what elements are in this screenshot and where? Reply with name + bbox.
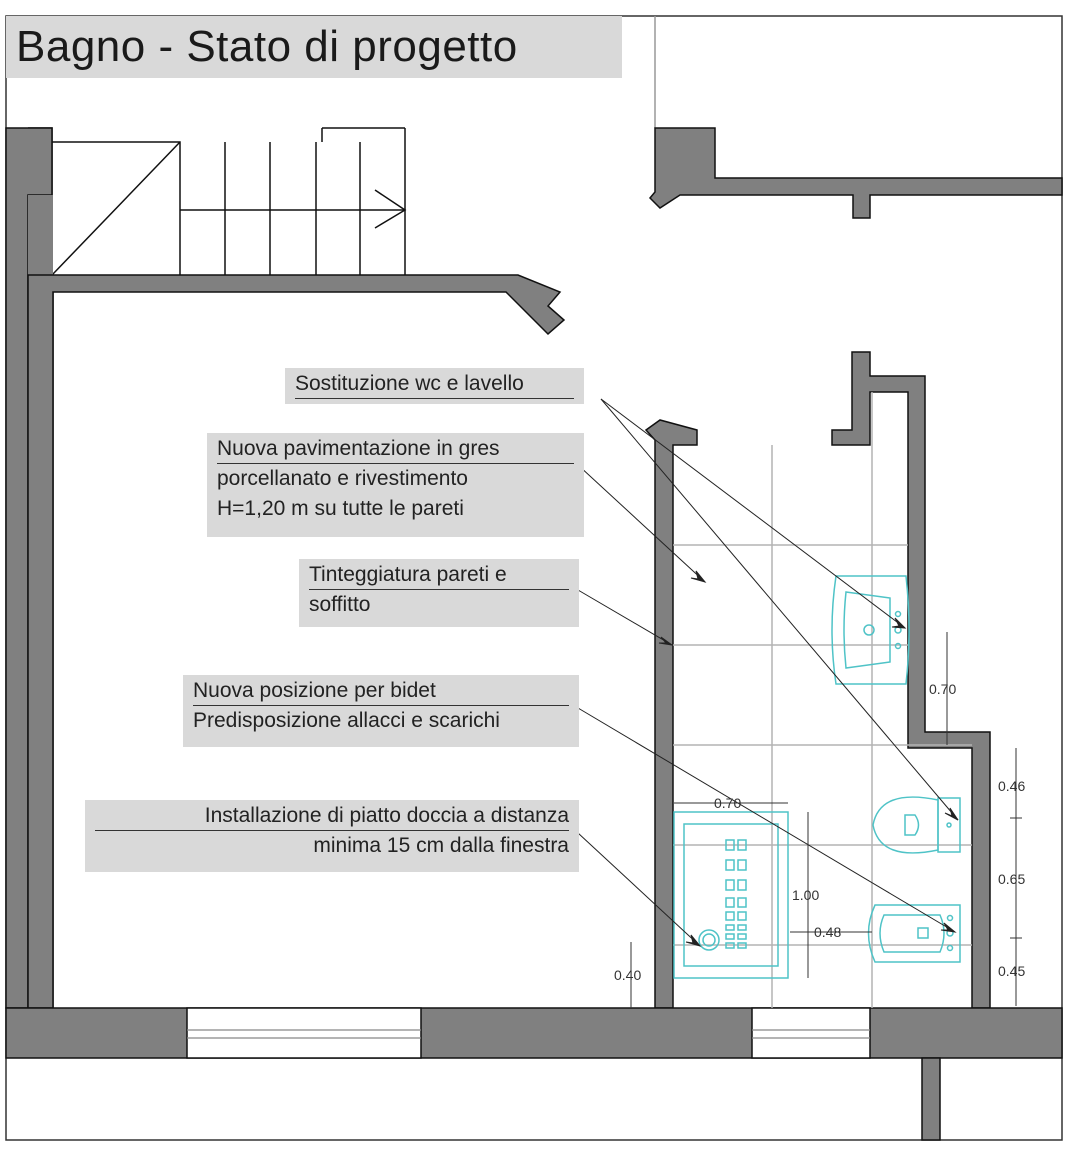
note-5-line-2: minima 15 cm dalla finestra <box>313 834 569 857</box>
dim-045: 0.45 <box>998 963 1025 979</box>
wc-fixture <box>872 796 961 854</box>
note-2-line-1: Nuova pavimentazione in gres <box>217 435 574 464</box>
note-2-line-3: H=1,20 m su tutte le pareti <box>217 497 464 520</box>
dim-040: 0.40 <box>614 967 641 983</box>
note-2-line-2: porcellanato e rivestimento <box>217 467 468 490</box>
dimension-lines <box>630 632 1022 1008</box>
dim-065: 0.65 <box>998 871 1025 887</box>
leader-lines <box>577 398 959 947</box>
dim-shower-length: 1.00 <box>792 887 819 903</box>
note-tinteggiatura: Tinteggiatura pareti e soffitto <box>299 559 579 627</box>
walls <box>5 127 1063 1141</box>
note-sostituzione: Sostituzione wc e lavello <box>285 368 584 404</box>
note-pavimentazione: Nuova pavimentazione in gres porcellanat… <box>207 433 584 537</box>
window-left <box>186 1007 422 1059</box>
dim-shower-width: 0.70 <box>714 795 741 811</box>
bidet-fixture <box>867 904 961 963</box>
window-right <box>751 1007 871 1059</box>
note-3-line-2: soffitto <box>309 593 371 616</box>
note-4-line-1: Nuova posizione per bidet <box>193 677 569 706</box>
note-3-line-1: Tinteggiatura pareti e <box>309 561 569 590</box>
dim-046: 0.46 <box>998 778 1025 794</box>
staircase <box>27 127 407 276</box>
note-5-line-1: Installazione di piatto doccia a distanz… <box>95 802 569 831</box>
dim-048: 0.48 <box>814 924 841 940</box>
note-doccia: Installazione di piatto doccia a distanz… <box>85 800 579 872</box>
page-title: Bagno - Stato di progetto <box>6 16 622 78</box>
note-1-line-1: Sostituzione wc e lavello <box>295 370 574 399</box>
tile-grid <box>673 392 972 1008</box>
note-4-line-2: Predisposizione allacci e scarichi <box>193 709 500 732</box>
dim-sink-height: 0.70 <box>929 681 956 697</box>
shower-tray <box>673 811 789 979</box>
sink-fixture <box>831 575 910 685</box>
note-bidet: Nuova posizione per bidet Predisposizion… <box>183 675 579 747</box>
